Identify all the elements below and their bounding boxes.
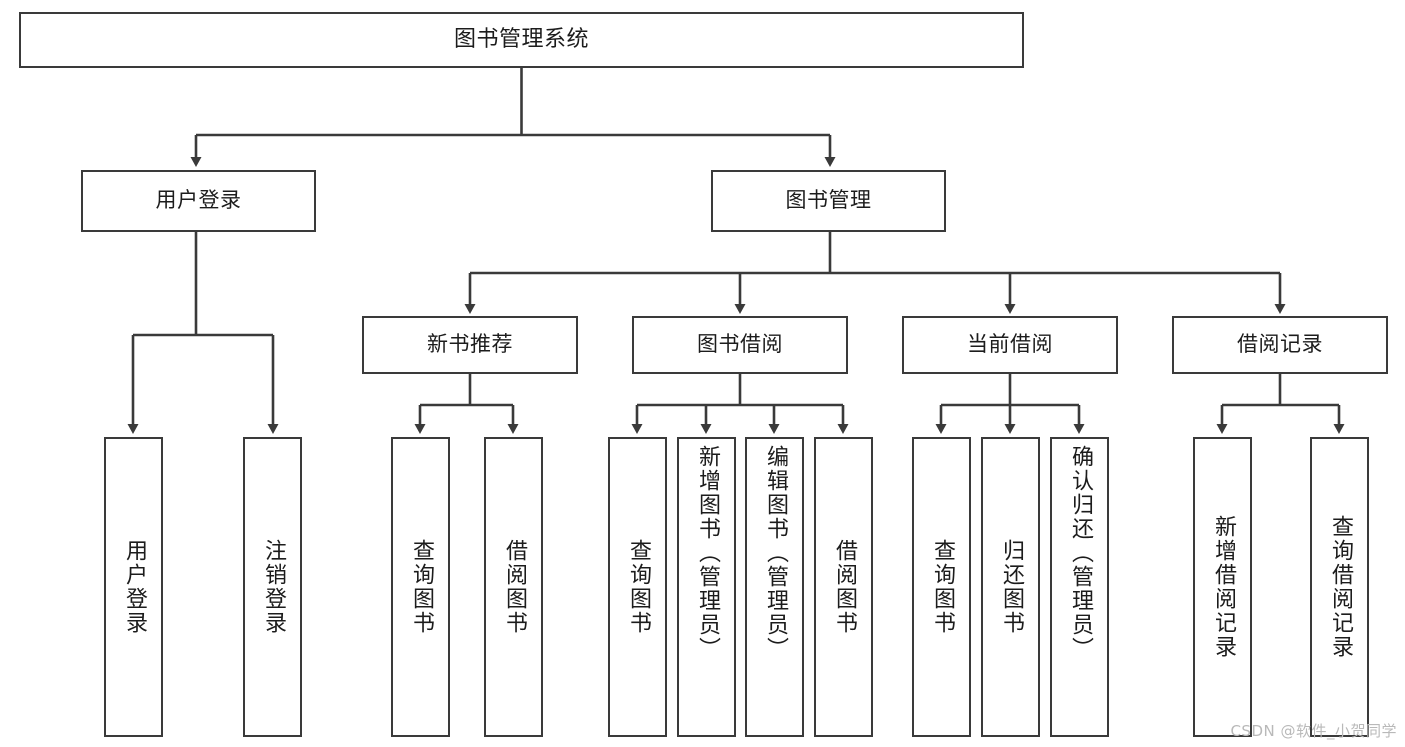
node-book-management[interactable]: 图书管理 <box>711 170 946 232</box>
node-label: 新增图书（管理员） <box>694 445 720 661</box>
leaf-edit-book-admin[interactable]: 编辑图书（管理员） <box>745 437 804 737</box>
node-label: 当前借阅 <box>967 332 1053 357</box>
node-label: 注销登录 <box>260 539 286 635</box>
leaf-borrow-books[interactable]: 借阅图书 <box>814 437 873 737</box>
watermark-text: CSDN @软件_小贺同学 <box>1230 722 1397 740</box>
leaf-logout[interactable]: 注销登录 <box>243 437 302 737</box>
node-label: 确认归还（管理员） <box>1067 445 1093 661</box>
node-label: 编辑图书（管理员） <box>762 445 788 661</box>
leaf-query-borrow-record[interactable]: 查询借阅记录 <box>1310 437 1369 737</box>
node-current-borrow[interactable]: 当前借阅 <box>902 316 1118 374</box>
node-borrow-records[interactable]: 借阅记录 <box>1172 316 1388 374</box>
leaf-add-book-admin[interactable]: 新增图书（管理员） <box>677 437 736 737</box>
node-label: 新增借阅记录 <box>1210 515 1236 659</box>
leaf-return-books[interactable]: 归还图书 <box>981 437 1040 737</box>
leaf-query-books-current[interactable]: 查询图书 <box>912 437 971 737</box>
leaf-borrow-books-recommend[interactable]: 借阅图书 <box>484 437 543 737</box>
node-book-borrow[interactable]: 图书借阅 <box>632 316 848 374</box>
leaf-query-books-recommend[interactable]: 查询图书 <box>391 437 450 737</box>
node-label: 归还图书 <box>998 539 1024 635</box>
leaf-query-books-borrow[interactable]: 查询图书 <box>608 437 667 737</box>
node-label: 借阅图书 <box>501 539 527 635</box>
node-label: 借阅记录 <box>1237 332 1323 357</box>
node-label: 图书管理系统 <box>453 26 589 52</box>
node-label: 用户登录 <box>121 539 147 635</box>
node-label: 查询图书 <box>929 539 955 635</box>
node-root-system[interactable]: 图书管理系统 <box>19 12 1024 68</box>
node-label: 查询借阅记录 <box>1327 515 1353 659</box>
leaf-user-login[interactable]: 用户登录 <box>104 437 163 737</box>
node-user-login[interactable]: 用户登录 <box>81 170 316 232</box>
node-label: 图书借阅 <box>697 332 783 357</box>
node-label: 新书推荐 <box>427 332 513 357</box>
node-label: 查询图书 <box>625 539 651 635</box>
leaf-confirm-return-admin[interactable]: 确认归还（管理员） <box>1050 437 1109 737</box>
node-new-book-recommend[interactable]: 新书推荐 <box>362 316 578 374</box>
node-label: 查询图书 <box>408 539 434 635</box>
node-label: 用户登录 <box>155 188 242 213</box>
node-label: 图书管理 <box>785 188 872 213</box>
node-label: 借阅图书 <box>831 539 857 635</box>
leaf-add-borrow-record[interactable]: 新增借阅记录 <box>1193 437 1252 737</box>
